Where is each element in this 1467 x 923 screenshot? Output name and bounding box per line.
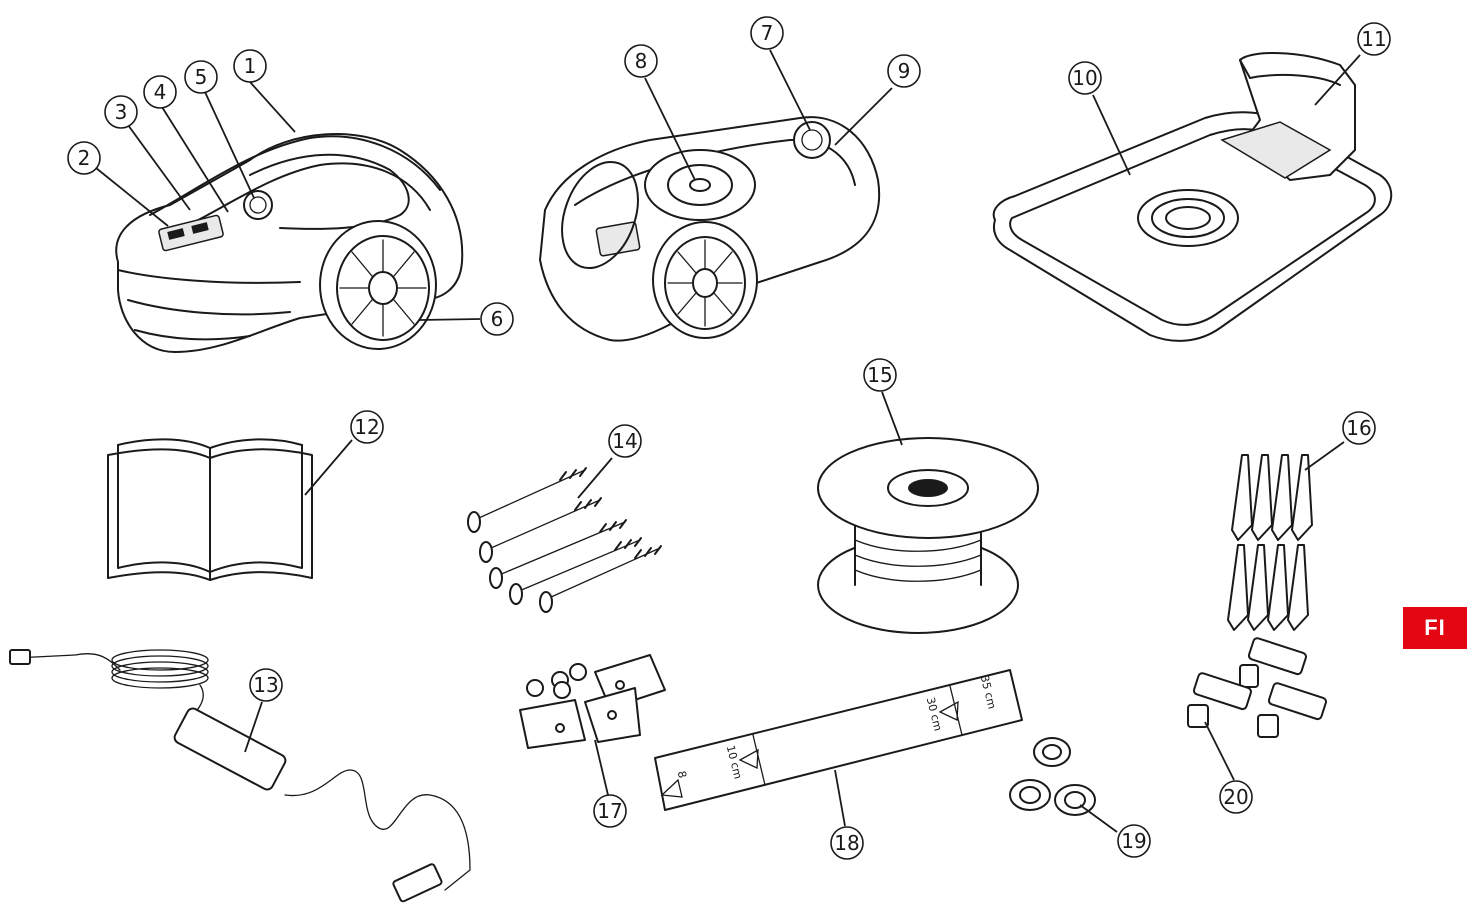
callout-8: 8	[624, 44, 658, 78]
svg-text:12: 12	[354, 415, 379, 439]
callout-20: 20	[1219, 780, 1253, 814]
user-manual	[107, 438, 313, 581]
stop-button	[243, 190, 273, 220]
svg-text:14: 14	[612, 429, 637, 453]
svg-text:16: 16	[1346, 416, 1371, 440]
callout-19: 19	[1117, 824, 1151, 858]
callout-13: 13	[249, 668, 283, 702]
callout-17: 17	[593, 794, 627, 828]
leader-lines	[95, 49, 1361, 833]
front-wheel	[652, 221, 758, 339]
callout-6: 6	[480, 302, 514, 336]
callout-1: 1	[233, 49, 267, 83]
svg-text:18: 18	[834, 831, 859, 855]
wire-stakes	[1227, 454, 1313, 631]
fixing-pegs	[467, 467, 662, 613]
svg-text:17: 17	[597, 799, 622, 823]
svg-text:19: 19	[1121, 829, 1146, 853]
svg-text:5: 5	[195, 65, 208, 89]
svg-text:8: 8	[635, 49, 648, 73]
spare-blades	[519, 654, 666, 749]
svg-text:2: 2	[78, 146, 91, 170]
callout-5: 5	[184, 60, 218, 94]
power-supply	[9, 649, 471, 903]
callout-15: 15	[863, 358, 897, 392]
callout-7: 7	[750, 16, 784, 50]
callout-9: 9	[887, 54, 921, 88]
mower-bottom-view	[539, 116, 881, 342]
svg-text:10: 10	[1072, 66, 1097, 90]
callout-11: 11	[1357, 22, 1391, 56]
callout-3: 3	[104, 95, 138, 129]
svg-text:7: 7	[761, 21, 774, 45]
gauge-mark-a: 8	[675, 770, 689, 780]
boundary-wire-spool	[817, 437, 1039, 634]
wire-joints	[1009, 737, 1096, 816]
svg-text:6: 6	[491, 307, 504, 331]
callout-14: 14	[608, 424, 642, 458]
svg-text:13: 13	[253, 673, 278, 697]
height-knob	[793, 121, 831, 159]
svg-text:11: 11	[1361, 27, 1386, 51]
svg-text:15: 15	[867, 363, 892, 387]
callout-2: 2	[67, 141, 101, 175]
charging-station	[992, 52, 1393, 342]
blade-disc	[644, 149, 756, 221]
svg-text:20: 20	[1223, 785, 1248, 809]
wire-connectors-couplers	[1187, 637, 1327, 738]
callout-18: 18	[830, 826, 864, 860]
callout-4: 4	[143, 75, 177, 109]
svg-text:9: 9	[898, 59, 911, 83]
language-tab: FI	[1403, 607, 1467, 649]
callout-10: 10	[1068, 61, 1102, 95]
svg-text:1: 1	[244, 54, 257, 78]
distance-gauge: 8 10 cm 30 cm 35 cm	[654, 669, 1023, 811]
mower-top-view	[115, 133, 464, 353]
svg-text:4: 4	[154, 80, 167, 104]
callout-16: 16	[1342, 411, 1376, 445]
callout-12: 12	[350, 410, 384, 444]
svg-text:3: 3	[115, 100, 128, 124]
